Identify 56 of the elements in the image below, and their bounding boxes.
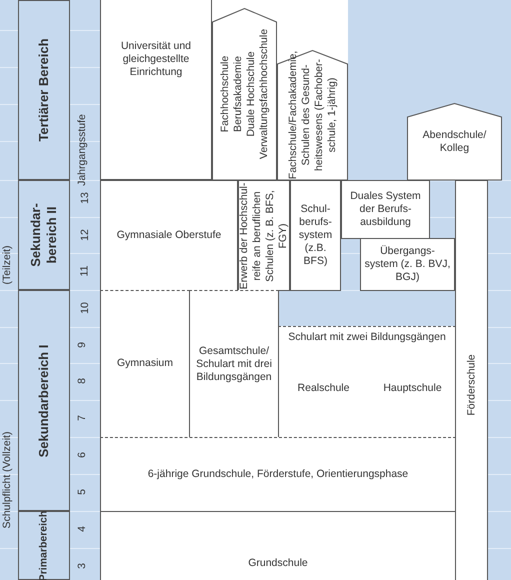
grade-number: 6	[76, 452, 88, 458]
school-box	[360, 238, 455, 291]
grade-number: 11	[78, 266, 90, 276]
school-box	[100, 437, 456, 512]
level-band	[18, 180, 70, 290]
institution-house	[212, 8, 277, 180]
institution-house	[277, 50, 348, 180]
school-label: Universität und gleichgestellte Einrichtung	[120, 40, 192, 80]
school-label: Hauptschule	[383, 382, 442, 396]
school-label: Berufsakademie	[231, 56, 244, 132]
grade-number: 3	[76, 563, 88, 569]
institution-house	[407, 103, 502, 180]
level-band	[18, 511, 70, 580]
school-box	[100, 290, 190, 438]
level-band	[18, 290, 70, 511]
school-label: Gymnasium	[116, 357, 173, 371]
school-label: Übergangs- system (z. B. BVJ, BGJ)	[364, 244, 452, 284]
axis-label: (Teilzeit)	[1, 245, 13, 285]
school-label: Förderschule	[464, 354, 478, 416]
school-label: Fachhochschule	[218, 56, 232, 132]
school-box	[278, 326, 456, 438]
school-box	[455, 180, 488, 580]
level-label: Sekundar- bereich II	[28, 202, 60, 269]
grade-number: 12	[78, 229, 91, 241]
school-label: Verwaltungsfachhochschule	[258, 28, 271, 160]
school-label: Grundschule	[248, 556, 308, 570]
axis-label: Jahrgangsstufe	[76, 114, 88, 186]
grade-number: 13	[78, 192, 91, 204]
school-box	[100, 180, 238, 291]
school-box	[341, 180, 430, 239]
level-label: Tertiärer Bereich	[36, 38, 52, 142]
school-label: Schul- berufs- system (z.B. BFS)	[298, 202, 334, 268]
school-label: Duales System der Berufs- ausbildung	[349, 190, 422, 230]
axis-label: Schulpflicht (Vollzeit)	[1, 432, 13, 528]
school-label: Erwerb der Hochschul- reife an beruflichen Schulen (z. B. BFS, FGY)	[238, 182, 290, 290]
school-label: 6-jährige Grundschule, Förderstufe, Orientierungsphase	[148, 468, 408, 482]
grade-number: 8	[76, 378, 88, 384]
grade-number: 10	[78, 302, 91, 314]
grade-number: 5	[76, 489, 88, 495]
school-box	[100, 0, 212, 180]
school-box	[100, 511, 456, 580]
level-label: Sekundarbereich I	[36, 344, 52, 457]
school-label: Fachschule/Fachakademie, Schulen des Gesund- heitswesens (Fachober- schule, 1-jährig)	[286, 50, 339, 180]
school-box	[189, 290, 279, 438]
school-label: Abendschule/ Kolleg	[422, 129, 488, 156]
school-label: Gymnasiale Oberstufe	[116, 228, 222, 242]
grade-number: 9	[76, 342, 88, 348]
school-box	[290, 180, 341, 291]
school-label: Realschule	[298, 382, 350, 396]
grade-number: 4	[76, 526, 88, 532]
level-label: Primarbereich	[37, 510, 50, 580]
level-band	[18, 0, 70, 180]
school-label: Gesamtschule/ Schulart mit drei Bildungsgängen	[195, 345, 273, 384]
grade-number: 7	[76, 415, 88, 421]
school-label: Duale Hochschule	[244, 51, 258, 137]
school-label: Schulart mit zwei Bildungsgängen	[288, 331, 446, 344]
